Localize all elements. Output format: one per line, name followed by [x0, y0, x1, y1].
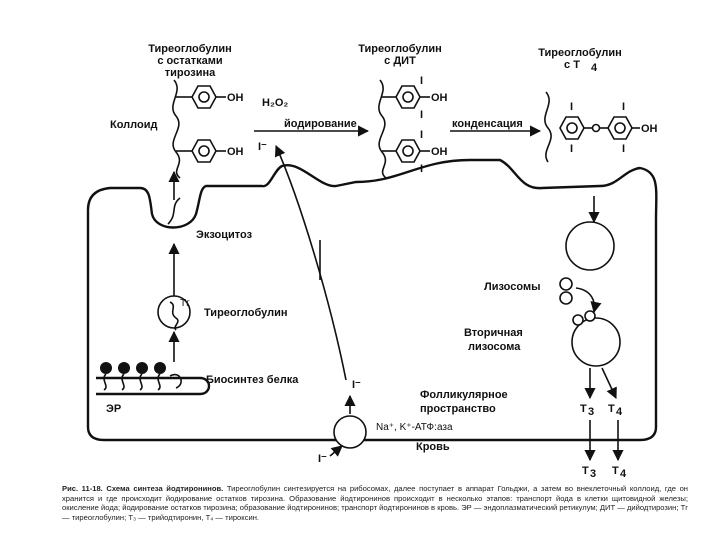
tg-chain-1	[172, 79, 181, 179]
tg-dit-title-2: с ДИТ	[384, 55, 416, 67]
caption-title: Рис. 11-18. Схема синтеза йодтиронинов.	[62, 484, 224, 493]
follicular-space-label-1: Фолликулярное	[420, 389, 508, 401]
benzene-ring-4	[395, 139, 421, 163]
secondary-lysosome	[571, 317, 621, 367]
svg-text:I: I	[570, 101, 573, 113]
thyroglobulin-label: Тиреоглобулин	[204, 307, 288, 319]
tg-dit-group: Тиреоглобулин с ДИТ OH OH I I I I	[358, 43, 448, 179]
svg-text:I⁻: I⁻	[352, 379, 361, 391]
tg-chain-3	[544, 91, 552, 163]
colloid-droplet	[565, 221, 615, 271]
benzene-ring-6	[607, 116, 633, 140]
secondary-lysosome-label-1: Вторичная	[464, 327, 523, 339]
secondary-lysosome-label-2: лизосома	[468, 341, 521, 353]
benzene-ring-1	[191, 85, 217, 109]
iodide-left: I⁻	[258, 141, 267, 153]
svg-text:T: T	[608, 403, 615, 415]
svg-text:I: I	[420, 75, 423, 87]
svg-text:I: I	[420, 129, 423, 141]
svg-text:OH: OH	[431, 92, 448, 104]
exocytosis-label: Экзоцитоз	[196, 229, 253, 241]
colloid-label: Коллоид	[110, 119, 157, 131]
svg-text:Tг: Tг	[180, 298, 190, 309]
benzene-ring-5	[559, 116, 585, 140]
lysosome-1	[559, 277, 573, 291]
iodination-label: йодирование	[284, 118, 357, 130]
h2o2-label: H₂O₂	[262, 97, 288, 109]
svg-text:T: T	[580, 403, 587, 415]
svg-text:T: T	[612, 465, 619, 477]
benzene-ring-2	[191, 139, 217, 163]
svg-text:4: 4	[616, 406, 623, 418]
svg-text:OH: OH	[641, 123, 658, 135]
svg-text:I⁻: I⁻	[318, 453, 327, 465]
er-membrane	[96, 376, 211, 396]
svg-text:I: I	[622, 143, 625, 155]
tg-tyrosine-title-3: тирозина	[165, 67, 216, 79]
svg-text:OH: OH	[431, 146, 448, 158]
oh-label-1: OH	[227, 92, 244, 104]
atpase-label: Na⁺, K⁺-АТФ:аза	[376, 422, 453, 433]
thyroglobulin-vesicle	[157, 295, 191, 329]
benzene-ring-3	[395, 85, 421, 109]
svg-text:I: I	[622, 101, 625, 113]
svg-text:I: I	[570, 143, 573, 155]
svg-text:I: I	[420, 163, 423, 175]
er-label: ЭР	[106, 403, 121, 415]
exocytosis-vesicle	[167, 197, 181, 225]
tg-tyrosine-title-1: Тиреоглобулин	[148, 43, 232, 55]
svg-text:4: 4	[591, 62, 598, 74]
na-k-atpase-pump	[333, 415, 367, 449]
lysosomes-label: Лизосомы	[484, 281, 540, 293]
protein-biosynthesis-label: Биосинтез белка	[206, 374, 299, 386]
svg-text:T: T	[582, 465, 589, 477]
svg-text:3: 3	[588, 406, 594, 418]
lysosome-2	[559, 291, 573, 305]
ribosomes	[100, 362, 182, 391]
tg-dit-title-1: Тиреоглобулин	[358, 43, 442, 55]
condensation-label: конденсация	[452, 118, 523, 130]
blood-label: Кровь	[416, 441, 450, 453]
tg-t4-group: Тиреоглобулин с T 4 OH I I I I	[538, 47, 658, 163]
iodide-to-colloid-arrow	[274, 144, 347, 381]
tg-tyrosine-title-2: с остатками	[157, 55, 222, 67]
svg-text:3: 3	[590, 468, 596, 480]
svg-text:с T: с T	[564, 59, 580, 71]
tg-chain-2	[378, 79, 387, 179]
svg-text:Тиреоглобулин: Тиреоглобулин	[538, 47, 622, 59]
follicular-space-label-2: пространство	[420, 403, 496, 415]
tg-tyrosine-group: OH OH Тиреоглобулин с остатками тирозина	[148, 43, 244, 179]
oh-label-2: OH	[227, 146, 244, 158]
svg-text:I: I	[420, 109, 423, 121]
figure-caption: Рис. 11-18. Схема синтеза йодтиронинов. …	[62, 484, 688, 522]
cell-membrane	[86, 158, 658, 442]
caption-text: Тиреоглобулин синтезируется на рибосомах…	[62, 484, 688, 522]
svg-text:4: 4	[620, 468, 627, 480]
